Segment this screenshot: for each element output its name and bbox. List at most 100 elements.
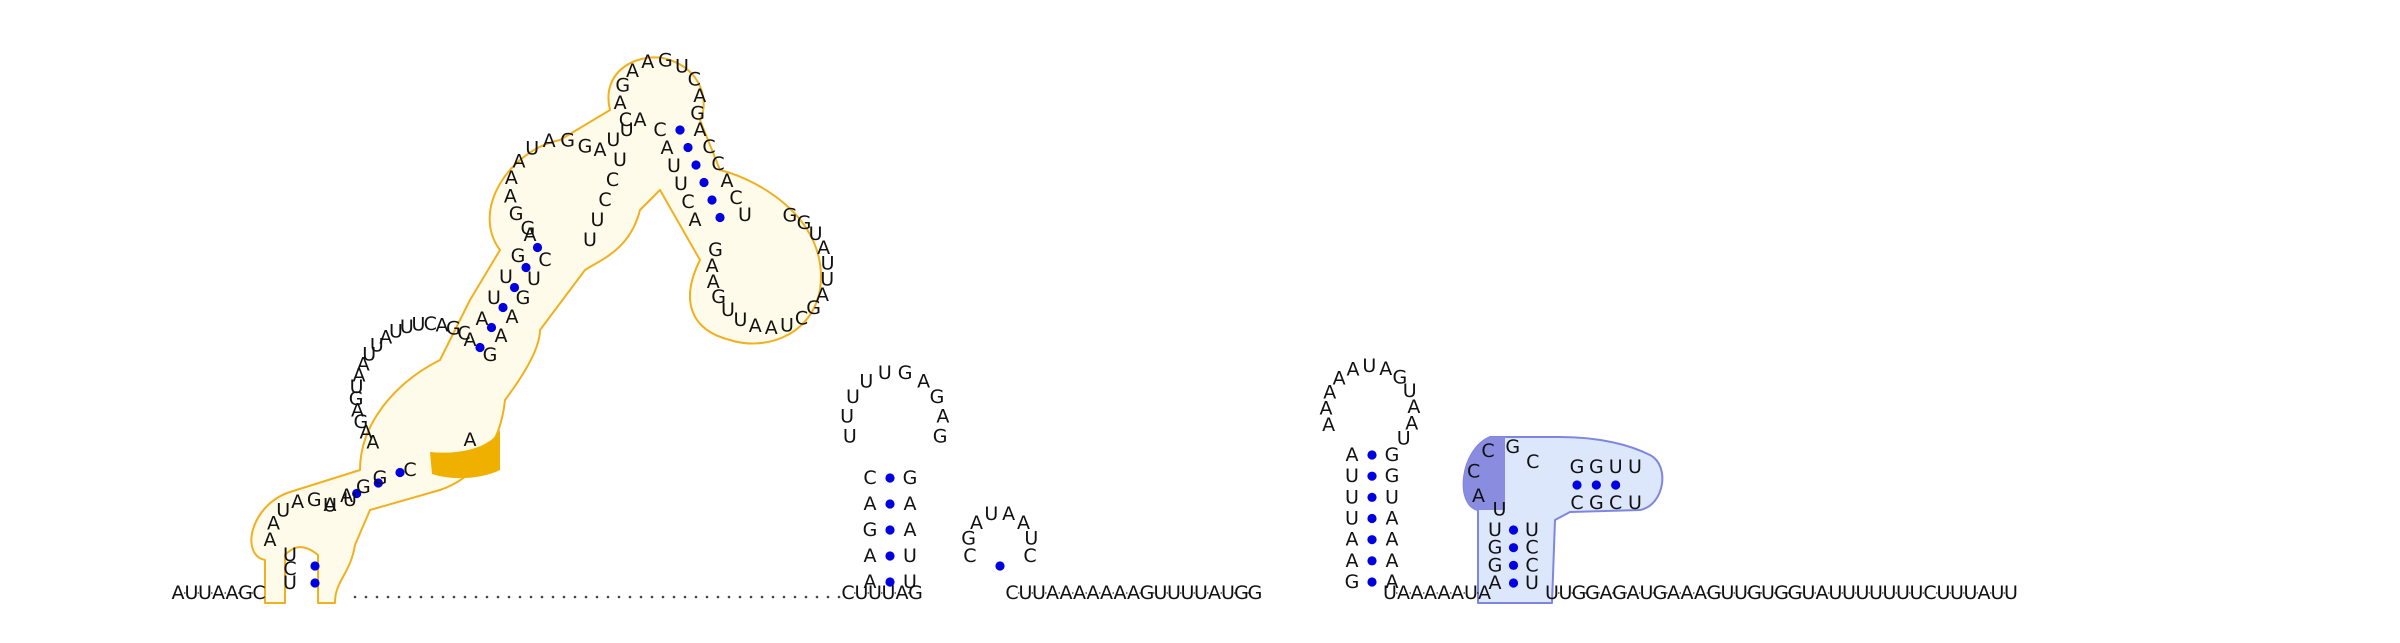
hairpin3-nucleotide: C <box>1023 545 1036 567</box>
orange-nucleotide: A <box>817 237 830 259</box>
base-pair-dot <box>1367 492 1377 502</box>
gap-dot <box>419 595 423 599</box>
base-pair-dot <box>995 561 1005 571</box>
hairpin2-nucleotide: C <box>863 467 876 489</box>
hairpin2-nucleotide: A <box>917 370 930 392</box>
blue-nucleotide: C <box>1525 554 1538 576</box>
backbone-nucleotide: U <box>1194 582 1208 604</box>
orange-nucleotide: C <box>681 191 694 213</box>
hairpin4-nucleotide: A <box>1346 550 1359 572</box>
gap-dot <box>628 595 632 599</box>
tail-nucleotide: U <box>1545 582 1559 604</box>
gap-dot <box>364 595 368 599</box>
gap-dot <box>595 595 599 599</box>
gap-dot <box>672 595 676 599</box>
backbone-nucleotide: A <box>1208 582 1221 604</box>
blue-nucleotide: C <box>1467 460 1480 482</box>
backbone-nucleotide: U <box>1032 582 1046 604</box>
hairpin3-nucleotide: U <box>984 503 998 525</box>
orange-nucleotide: U <box>283 572 297 594</box>
blue-nucleotide: C <box>1526 451 1539 473</box>
tail-nucleotide: U <box>1802 582 1816 604</box>
orange-nucleotide: C <box>729 187 742 209</box>
base-pair-dot <box>691 160 701 170</box>
orange-nucleotide: A <box>513 150 526 172</box>
base-pair-dot <box>1367 450 1377 460</box>
orange-nucleotide: A <box>291 491 304 513</box>
gap-dot <box>386 595 390 599</box>
tail-nucleotide: U <box>2004 582 2018 604</box>
blue-nucleotide: C <box>1481 440 1494 462</box>
hairpin4-nucleotide: A <box>1320 398 1333 420</box>
tail-nucleotide: U <box>1910 582 1924 604</box>
tail-nucleotide: G <box>1585 582 1600 604</box>
gap-dot <box>815 595 819 599</box>
orange-nucleotide: U <box>675 56 689 78</box>
orange-nucleotide: G <box>307 489 322 511</box>
base-pair-dot <box>1508 543 1519 553</box>
orange-nucleotide: A <box>264 529 277 551</box>
gap-dot <box>694 595 698 599</box>
orange-nucleotide: A <box>693 85 706 107</box>
orange-nucleotide: U <box>487 287 501 309</box>
orange-nucleotide: G <box>511 245 526 267</box>
gap-dot <box>639 595 643 599</box>
orange-nucleotide: A <box>505 167 518 189</box>
orange-nucleotide: G <box>520 217 535 239</box>
orange-nucleotide: A <box>634 109 647 131</box>
backbone-nucleotide: A <box>1073 582 1086 604</box>
gap-dot <box>474 595 478 599</box>
hairpin2-nucleotide: A <box>864 571 877 593</box>
hairpin4-nucleotide: G <box>1385 465 1400 487</box>
tail-nucleotide: A <box>1667 582 1680 604</box>
gap-dot <box>617 595 621 599</box>
backbone-nucleotide: A <box>1451 582 1464 604</box>
hairpin3-nucleotide: A <box>1002 503 1015 525</box>
blue-nucleotide: G <box>1570 456 1585 478</box>
tail-nucleotide: G <box>1612 582 1627 604</box>
orange-nucleotide: C <box>711 153 724 175</box>
orange-nucleotide: C <box>653 119 666 141</box>
base-pair-dot <box>1367 471 1377 481</box>
hairpin2-nucleotide: U <box>903 545 917 567</box>
gap-dot <box>749 595 753 599</box>
gap-dot <box>518 595 522 599</box>
base-pair-dot <box>885 473 895 483</box>
hairpin4-nucleotide: A <box>1323 381 1336 403</box>
base-pair-dot <box>475 342 485 353</box>
orange-nucleotide: G <box>560 130 575 152</box>
orange-nucleotide: U <box>527 268 541 290</box>
blue-nucleotide: U <box>1628 492 1642 514</box>
gap-dot <box>452 595 456 599</box>
orange-nucleotide: G <box>658 49 673 71</box>
highlight-marks <box>430 430 1505 510</box>
backbone-nucleotide: U <box>1464 582 1478 604</box>
orange-nucleotide: U <box>620 119 634 141</box>
orange-nucleotide: A <box>340 485 353 507</box>
orange-nucleotide: U <box>276 499 290 521</box>
hairpin4-nucleotide: A <box>1379 358 1392 380</box>
base-pair-dot <box>885 577 895 587</box>
gap-dot <box>551 595 555 599</box>
orange-nucleotide: U <box>674 173 688 195</box>
tail-nucleotide: U <box>1734 582 1748 604</box>
gap-dot <box>463 595 467 599</box>
tail-nucleotide: U <box>1761 582 1775 604</box>
gap-dot <box>529 595 533 599</box>
base-pair-dot <box>1572 480 1582 490</box>
orange-nucleotide: A <box>464 429 477 451</box>
tail-nucleotide: A <box>1694 582 1707 604</box>
orange-nucleotide: U <box>499 266 513 288</box>
tail-nucleotide: G <box>1788 582 1803 604</box>
gap-dot <box>837 595 841 599</box>
hairpin4-nucleotide: G <box>1385 444 1400 466</box>
gap-dot <box>738 595 742 599</box>
gap-dot <box>661 595 665 599</box>
orange-nucleotide: A <box>694 119 707 141</box>
hairpin2-nucleotide: A <box>904 519 917 541</box>
orange-nucleotide: G <box>690 103 705 125</box>
blue-nucleotide: U <box>1488 519 1502 541</box>
hairpin4-nucleotide: U <box>1345 465 1359 487</box>
gap-dot <box>716 595 720 599</box>
